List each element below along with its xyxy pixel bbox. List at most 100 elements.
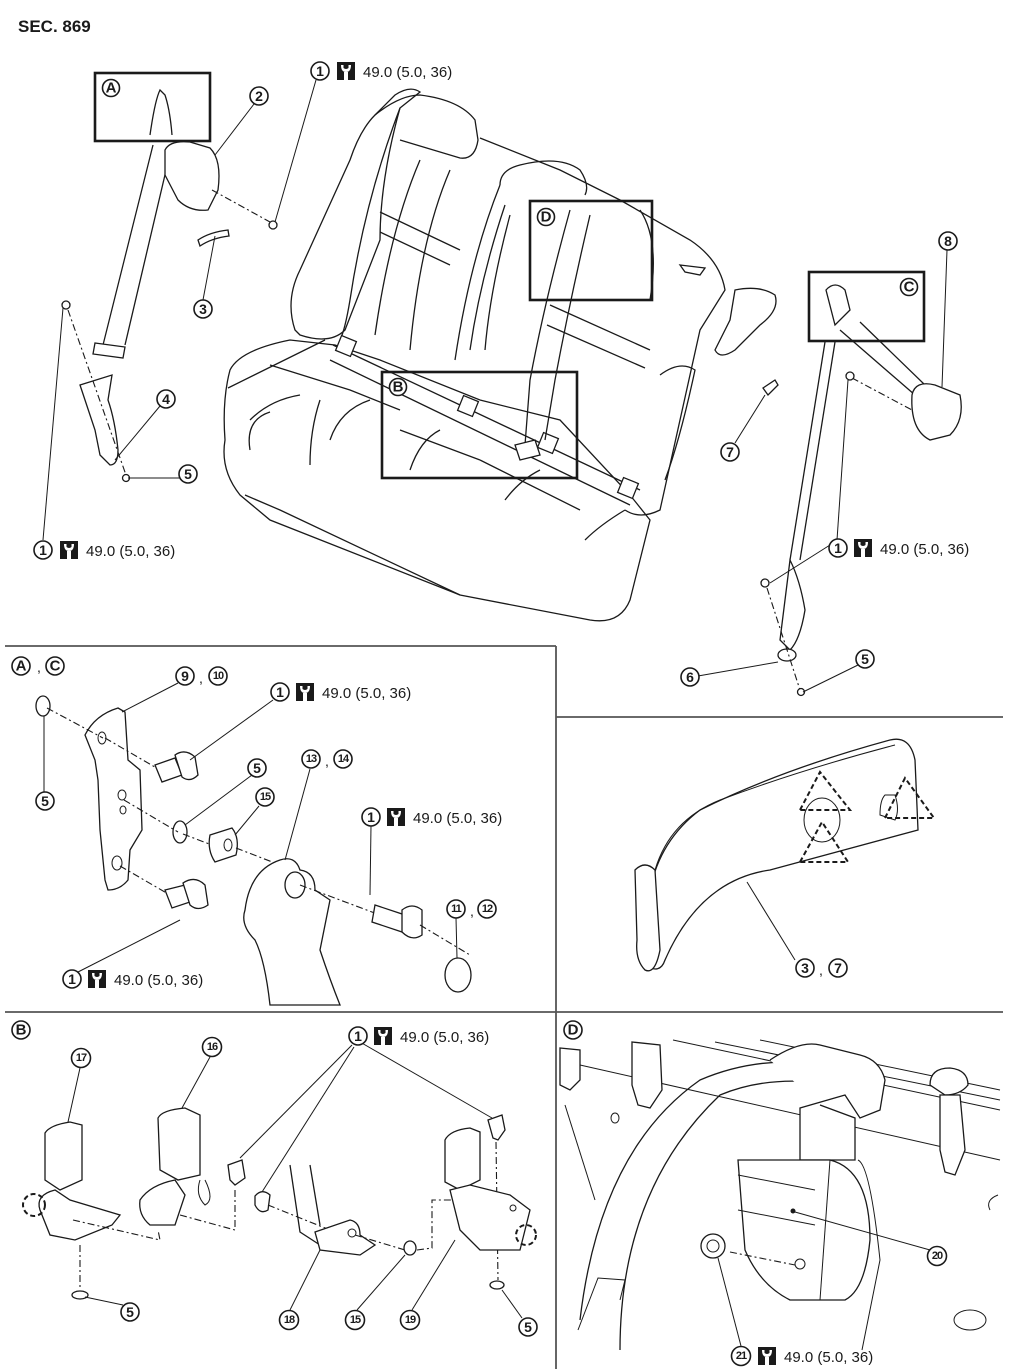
detail-box-a bbox=[93, 71, 212, 143]
callout-21: 21 49.0 (5.0, 36) bbox=[717, 1257, 873, 1367]
main-view: A B C D bbox=[33, 61, 969, 697]
drawing-stroke bbox=[347, 1228, 357, 1238]
drawing-stroke bbox=[409, 429, 441, 471]
belt-anchor-tongue bbox=[243, 858, 341, 1006]
separator-comma: , bbox=[470, 903, 474, 919]
drawing-stroke bbox=[332, 344, 641, 491]
callout-number: 7 bbox=[834, 960, 842, 976]
washer-15 bbox=[403, 1240, 417, 1256]
leader-line bbox=[717, 1257, 742, 1347]
drawing-stroke bbox=[208, 827, 238, 863]
callout-3-7: 3 , 7 bbox=[746, 881, 848, 978]
retractor-20 bbox=[737, 1159, 871, 1301]
separator-comma: , bbox=[37, 659, 41, 675]
callout-number: 5 bbox=[861, 651, 869, 667]
callout-15-ac: 15 bbox=[234, 787, 275, 836]
callout-number: 7 bbox=[726, 444, 734, 460]
assembly-axis-line bbox=[72, 1219, 161, 1241]
wrench-torque-icon bbox=[337, 62, 355, 80]
leader-line bbox=[455, 917, 458, 959]
left-seat-belt-assembly bbox=[61, 88, 278, 483]
drawing-stroke bbox=[479, 459, 581, 511]
callout-circle bbox=[563, 1020, 583, 1040]
drawing-stroke bbox=[102, 144, 154, 346]
leader-line bbox=[746, 881, 796, 961]
wrench-torque-icon bbox=[387, 808, 405, 826]
drawing-stroke bbox=[379, 211, 461, 251]
drawing-stroke bbox=[499, 160, 588, 196]
drawing-stroke bbox=[504, 469, 541, 501]
callout-circle bbox=[926, 1245, 948, 1267]
detail-ac-letter-c: C bbox=[50, 658, 61, 675]
leader-line bbox=[356, 1254, 406, 1311]
assembly-axis-line bbox=[354, 1234, 406, 1251]
torque-label: 49.0 (5.0, 36) bbox=[413, 810, 502, 827]
detail-d-letter: D bbox=[568, 1022, 579, 1039]
drawing-stroke bbox=[559, 1047, 581, 1091]
leader-line bbox=[411, 1239, 456, 1311]
assembly-axis-line bbox=[46, 707, 104, 739]
assembly-axis-line bbox=[495, 1141, 499, 1281]
callout-circle bbox=[35, 791, 55, 811]
drawing-stroke bbox=[309, 399, 321, 466]
leader-line bbox=[214, 103, 255, 156]
callout-number: 2 bbox=[255, 88, 263, 104]
section-label: SEC. 869 bbox=[18, 17, 91, 36]
right-seat-belt-assembly bbox=[760, 284, 962, 697]
drawing-stroke bbox=[790, 1208, 796, 1214]
callout-number: 1 bbox=[367, 809, 375, 825]
callout-circle bbox=[175, 666, 195, 686]
drawing-stroke bbox=[911, 383, 962, 441]
callout-2: 2 bbox=[214, 86, 269, 156]
callout-circle bbox=[270, 682, 290, 702]
callout-circle bbox=[249, 86, 269, 106]
drawing-stroke bbox=[248, 411, 271, 451]
drawing-stroke bbox=[678, 264, 707, 276]
trim-cover bbox=[642, 738, 919, 970]
drawing-stroke bbox=[309, 1164, 321, 1226]
drawing-stroke bbox=[654, 744, 896, 871]
drawing-stroke bbox=[577, 1277, 626, 1331]
callout-circle bbox=[795, 958, 815, 978]
drawing-stroke bbox=[401, 905, 423, 939]
callout-number: 4 bbox=[162, 391, 170, 407]
callout-number: 19 bbox=[405, 1314, 416, 1326]
drawing-stroke bbox=[857, 1159, 881, 1351]
drawing-stroke bbox=[329, 359, 631, 506]
leader-line bbox=[189, 699, 274, 761]
callout-number: 5 bbox=[126, 1304, 134, 1320]
wrench-torque-icon bbox=[88, 970, 106, 988]
callout-circle bbox=[477, 899, 497, 919]
callout-circle bbox=[120, 1302, 140, 1322]
callout-circle bbox=[361, 807, 381, 827]
drawing-stroke bbox=[371, 904, 406, 933]
callout-number: 13 bbox=[306, 753, 317, 765]
detail-box-a-label: A bbox=[106, 80, 117, 97]
drawing-stroke bbox=[244, 494, 461, 596]
leader-line bbox=[239, 1044, 353, 1159]
detail-box-c-label: C bbox=[904, 279, 915, 296]
callout-number: 20 bbox=[932, 1250, 943, 1262]
drawing-stroke bbox=[111, 855, 123, 871]
callout-circle bbox=[730, 1345, 752, 1367]
callout-number: 11 bbox=[451, 903, 462, 915]
assembly-axis-line bbox=[267, 1204, 331, 1231]
callout-19: 19 bbox=[399, 1239, 456, 1331]
drawing-stroke bbox=[329, 399, 371, 441]
drawing-stroke bbox=[268, 220, 278, 230]
leader-line bbox=[734, 394, 766, 444]
detail-box-b bbox=[380, 370, 579, 480]
drawing-stroke bbox=[489, 1280, 505, 1290]
leader-line bbox=[184, 774, 253, 826]
drawing-stroke bbox=[290, 88, 422, 340]
buckle-16 bbox=[157, 1107, 201, 1181]
drawing-stroke bbox=[794, 1258, 806, 1270]
leader-line bbox=[369, 825, 372, 896]
drawing-stroke bbox=[929, 1067, 969, 1096]
drawing-stroke bbox=[469, 204, 506, 351]
callout-circle bbox=[938, 231, 958, 251]
callout-1-ac-right: 1 49.0 (5.0, 36) bbox=[361, 807, 502, 896]
drawing-stroke bbox=[374, 94, 479, 159]
callout-number: 14 bbox=[338, 753, 350, 765]
drawing-stroke bbox=[953, 1309, 987, 1331]
